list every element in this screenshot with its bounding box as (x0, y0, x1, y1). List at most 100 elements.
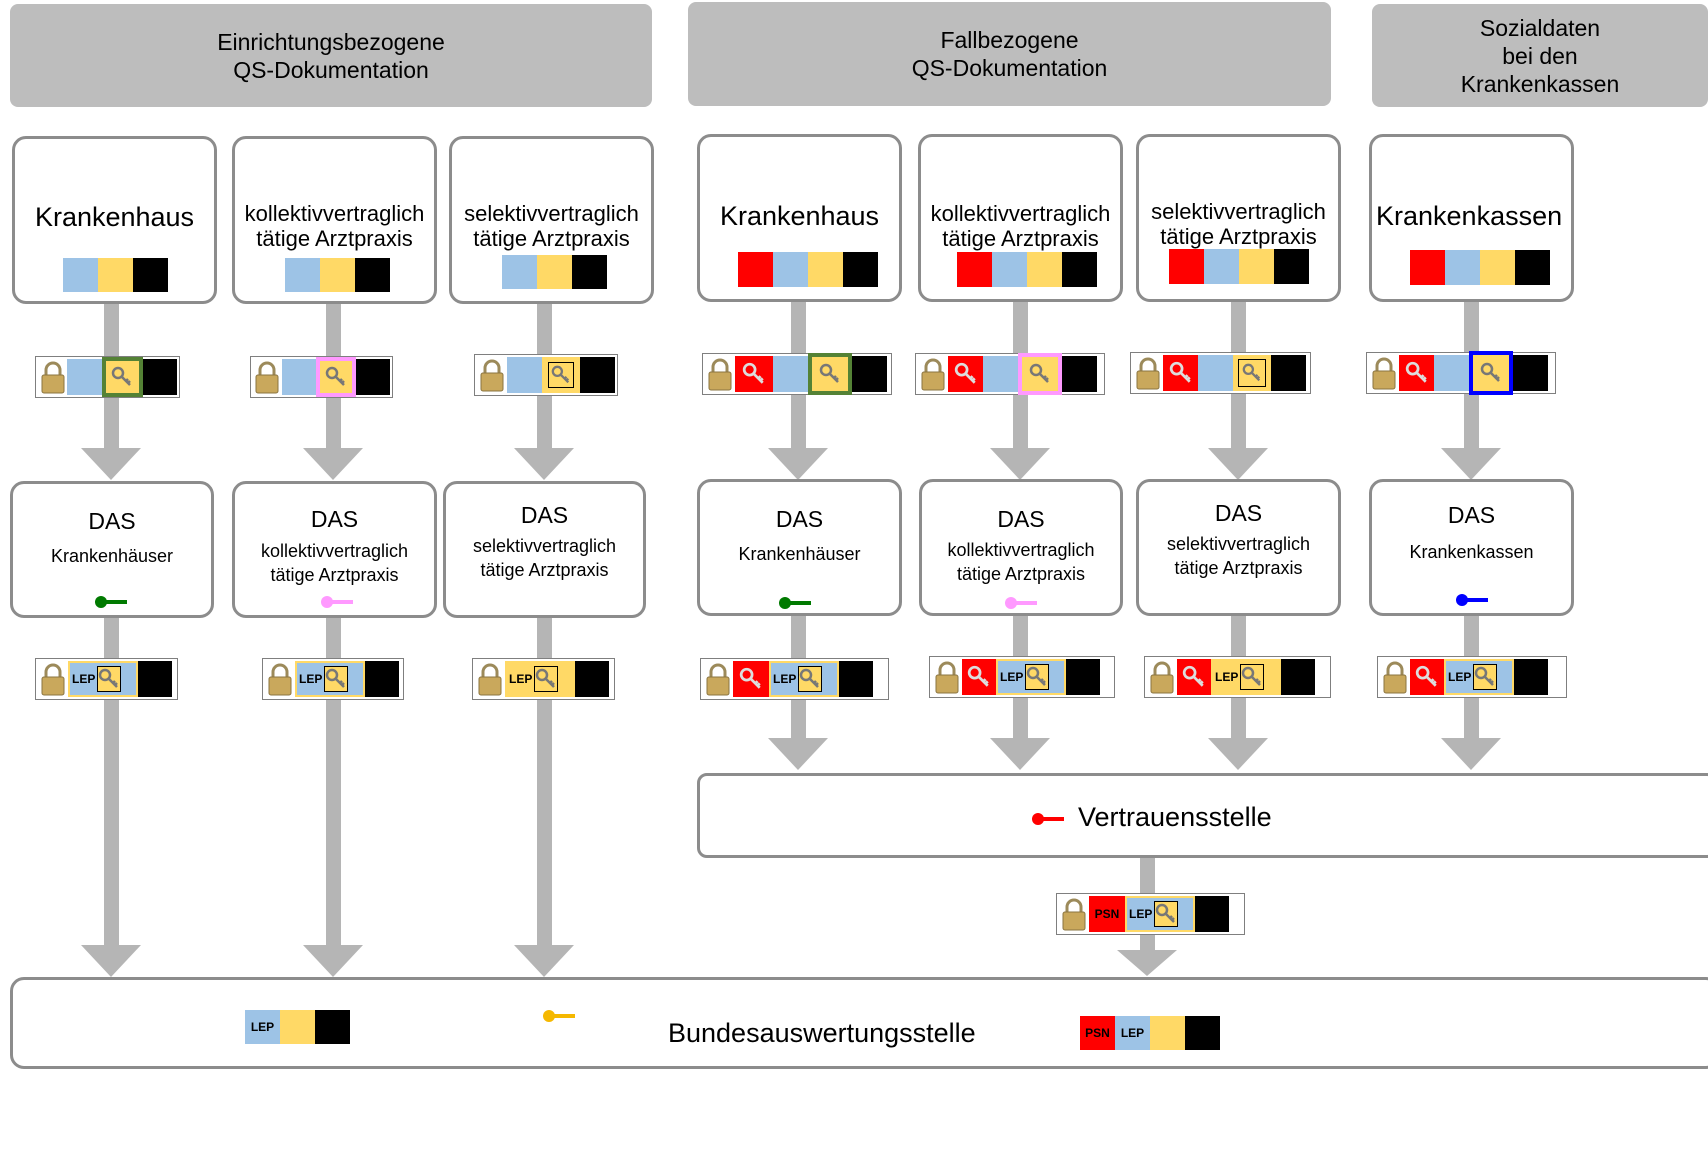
key-icon (1399, 355, 1434, 391)
lock-icon (1380, 659, 1410, 695)
source-kv-arztpraxis-fall: kollektivvertraglich tätige Arztpraxis (918, 134, 1123, 302)
arrow-head (81, 945, 141, 977)
arrow-head (1441, 738, 1501, 770)
das-krankenkassen: DAS Krankenkassen (1369, 479, 1574, 616)
key-icon (101, 357, 143, 397)
lock-icon (265, 661, 295, 697)
bundesauswertungsstelle-label: Bundesauswertungsstelle (668, 1018, 976, 1048)
lock-icon (1147, 659, 1177, 695)
arrow-head (1208, 738, 1268, 770)
lep-tag: LEP (773, 672, 797, 686)
key-icon (1456, 594, 1490, 606)
lep-tag: LEP (72, 672, 96, 686)
arrow-head (81, 448, 141, 480)
das-kv-arztpraxis-einrichtung: DAS kollektivvertraglich tätige Arztprax… (232, 481, 437, 618)
arrow-head (1441, 448, 1501, 480)
lep-tag: LEP (245, 1010, 280, 1044)
source-title: selektivvertraglich tätige Arztpraxis (1151, 199, 1326, 249)
lep-tag: LEP (1129, 907, 1153, 921)
data-stack (957, 252, 1097, 287)
das-label: DAS (997, 506, 1045, 532)
key-icon (97, 666, 122, 692)
vertrauensstelle-box: Vertrauensstelle (697, 773, 1708, 858)
data-stack: LEP (245, 1010, 350, 1044)
das-subtitle: kollektivvertraglich tätige Arztpraxis (947, 540, 1095, 584)
arrow-head (768, 448, 828, 480)
das-label: DAS (1447, 502, 1496, 528)
source-krankenhaus-fall: Krankenhaus (697, 134, 902, 302)
source-title: Krankenhaus (719, 201, 880, 231)
key-icon (542, 357, 580, 393)
key-icon (779, 597, 813, 609)
source-title: Krankenkassen (1376, 201, 1563, 231)
arrow-head (303, 945, 363, 977)
lep-tag: LEP (509, 672, 533, 686)
key-icon (321, 596, 355, 608)
key-icon (735, 356, 773, 392)
encrypted-strip (1130, 352, 1311, 394)
lock-icon (475, 661, 505, 697)
lep-tag: LEP (1000, 670, 1024, 684)
key-icon (1032, 813, 1066, 825)
data-stack (1410, 250, 1550, 285)
key-icon (1018, 353, 1062, 395)
arrow-head (303, 448, 363, 480)
das-subtitle: Krankenkassen (1409, 542, 1534, 562)
lock-icon (1059, 896, 1089, 932)
lock-icon (477, 357, 507, 393)
header-sozialdaten: Sozialdaten bei den Krankenkassen (1372, 4, 1708, 107)
das-label: DAS (1214, 500, 1263, 526)
key-icon (543, 1010, 577, 1022)
source-title: Krankenhaus (34, 202, 195, 232)
lock-icon (38, 661, 68, 697)
arrow-head (514, 448, 574, 480)
arrow-head (1208, 448, 1268, 480)
lep-tag: LEP (1115, 1016, 1150, 1050)
lock-icon (1133, 355, 1163, 391)
key-icon (798, 666, 823, 692)
encrypted-strip (1366, 351, 1556, 395)
key-icon (948, 356, 983, 392)
key-icon (1025, 664, 1050, 690)
das-sv-arztpraxis-einrichtung: DAS selektivvertraglich tätige Arztpraxi… (443, 481, 646, 618)
das-subtitle: Krankenhäuser (738, 544, 861, 564)
das-subtitle: selektivvertraglich tätige Arztpraxis (472, 536, 617, 580)
key-icon (1473, 664, 1498, 690)
arrow-shaft (326, 615, 341, 955)
arrow-shaft (537, 615, 552, 955)
key-icon (1163, 355, 1198, 391)
header-einrichtungsbezogen: Einrichtungsbezogene QS-Dokumentation (10, 4, 652, 107)
data-stack (502, 255, 607, 289)
key-icon (315, 357, 357, 397)
encrypted-strip (474, 354, 618, 396)
psn-tag: PSN (1089, 896, 1125, 932)
data-stack (738, 252, 878, 287)
key-icon (1177, 659, 1211, 695)
arrow-shaft (104, 615, 119, 955)
encrypted-strip (915, 353, 1105, 395)
lep-tag: LEP (299, 672, 323, 686)
encrypted-strip: LEP (472, 658, 615, 700)
encrypted-strip (35, 356, 180, 398)
arrow-head (514, 945, 574, 977)
lock-icon (918, 356, 948, 392)
source-sv-arztpraxis-einrichtung: selektivvertraglich tätige Arztpraxis (449, 136, 654, 304)
key-icon (1240, 664, 1265, 690)
arrow-head (990, 448, 1050, 480)
das-krankenhaeuser-einrichtung: DAS Krankenhäuser (10, 481, 214, 618)
das-sv-arztpraxis-fall: DAS selektivvertraglich tätige Arztpraxi… (1136, 479, 1341, 616)
das-label: DAS (88, 508, 136, 534)
encrypted-strip: LEP (262, 658, 404, 700)
key-icon (1410, 659, 1444, 695)
lock-icon (38, 359, 67, 395)
lep-tag: LEP (1448, 670, 1472, 684)
source-krankenhaus-einrichtung: Krankenhaus (12, 136, 217, 304)
key-icon (1233, 355, 1271, 391)
das-label: DAS (520, 502, 569, 528)
das-label: DAS (310, 506, 359, 532)
key-icon (1154, 901, 1179, 927)
encrypted-strip: LEP (1144, 656, 1331, 698)
data-stack (285, 258, 390, 292)
